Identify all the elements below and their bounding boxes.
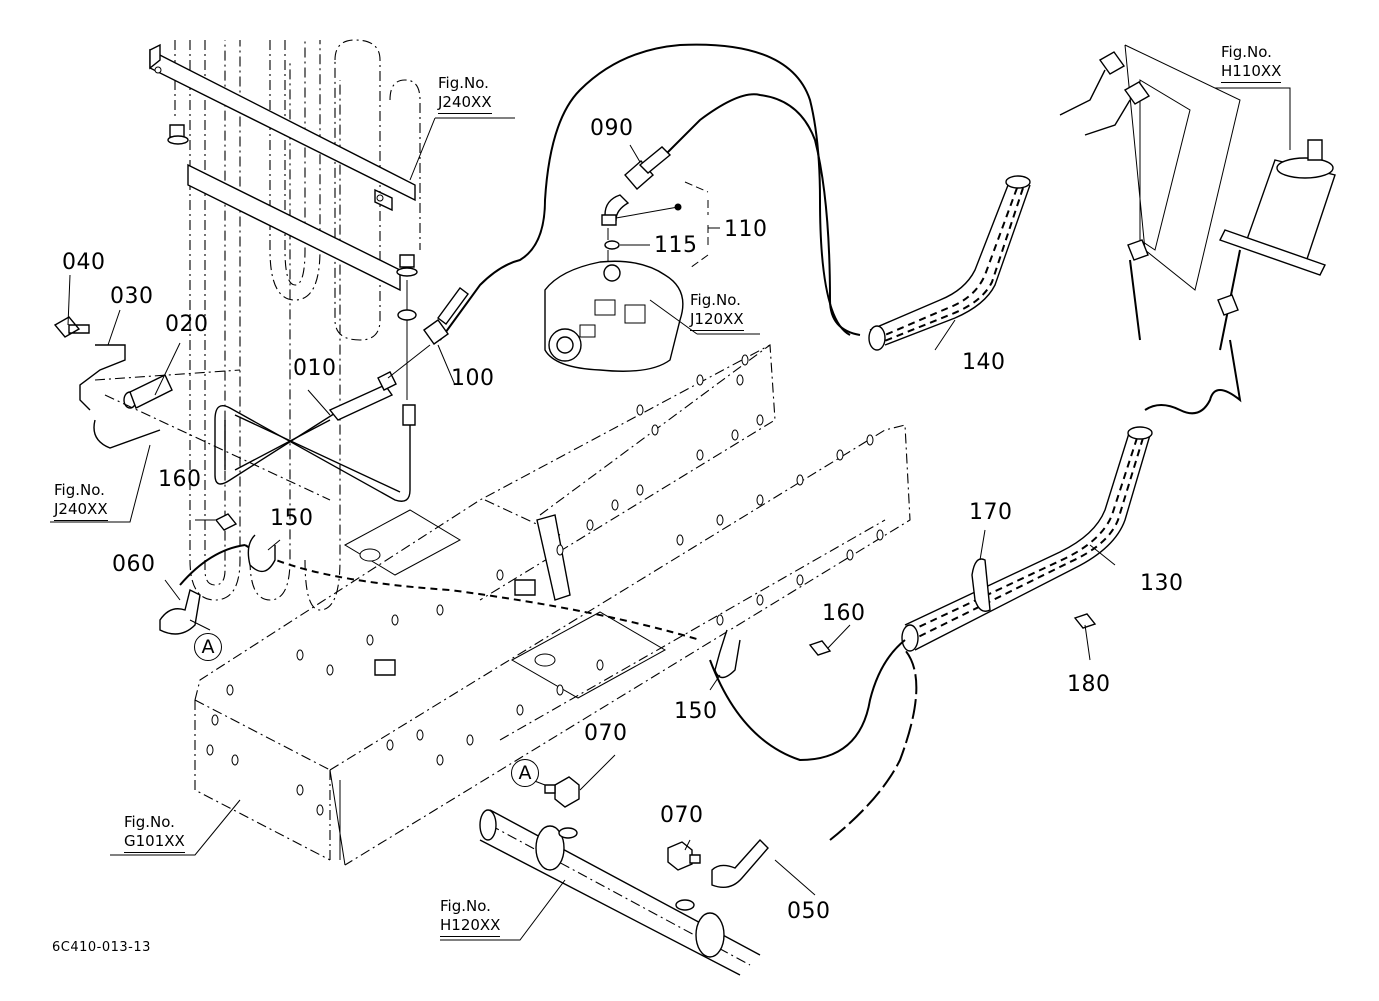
callout-140: 140 xyxy=(962,350,1006,375)
frame-hole xyxy=(676,534,684,546)
frame-hole xyxy=(696,374,704,386)
frame-hole xyxy=(741,354,749,366)
fig-ref-code: H110XX xyxy=(1221,62,1282,83)
frame-hole xyxy=(556,684,564,696)
frame-hole xyxy=(296,784,304,796)
frame-hole xyxy=(206,744,214,756)
callout-160-right: 160 xyxy=(822,601,866,626)
frame-hole xyxy=(716,614,724,626)
callout-090: 090 xyxy=(590,116,634,141)
oil-cooler xyxy=(149,39,421,611)
pump xyxy=(544,260,684,372)
frame-hole xyxy=(416,729,424,741)
fittings xyxy=(53,316,1097,888)
fig-ref-j240-left[interactable]: Fig.No. J240XX xyxy=(54,481,108,521)
frame-hole xyxy=(366,634,374,646)
fig-ref-prefix: Fig.No. xyxy=(54,481,105,499)
fig-ref-code: J240XX xyxy=(438,93,492,114)
frame-hole xyxy=(716,514,724,526)
callout-130: 130 xyxy=(1140,571,1184,596)
fig-ref-prefix: Fig.No. xyxy=(690,291,741,309)
frame-hole xyxy=(846,549,854,561)
frame-hole xyxy=(696,449,704,461)
frame-hole xyxy=(796,474,804,486)
callout-070-lower: 070 xyxy=(660,803,704,828)
frame-hole xyxy=(296,649,304,661)
fig-ref-code: J120XX xyxy=(690,310,744,331)
frame-hole xyxy=(651,424,659,436)
fig-ref-prefix: Fig.No. xyxy=(124,813,175,831)
fig-ref-prefix: Fig.No. xyxy=(438,74,489,92)
frame-holes xyxy=(206,354,884,816)
fig-ref-h120[interactable]: Fig.No. H120XX xyxy=(440,897,501,937)
return-hoses xyxy=(179,249,1242,841)
fig-ref-j120[interactable]: Fig.No. J120XX xyxy=(690,291,744,331)
frame-hole xyxy=(876,529,884,541)
frame-hole xyxy=(211,714,219,726)
frame-hole xyxy=(866,434,874,446)
frame-hole xyxy=(436,604,444,616)
frame-hole xyxy=(316,804,324,816)
frame-hole xyxy=(636,484,644,496)
frame-hole xyxy=(756,414,764,426)
frame-hole xyxy=(636,404,644,416)
steering-cylinder xyxy=(479,809,761,976)
callout-060: 060 xyxy=(112,552,156,577)
frame-hole xyxy=(386,739,394,751)
fig-ref-prefix: Fig.No. xyxy=(1221,43,1272,61)
fig-ref-code: H120XX xyxy=(440,916,501,937)
frame-hole xyxy=(556,544,564,556)
callout-170: 170 xyxy=(969,500,1013,525)
frame-hole xyxy=(496,569,504,581)
callout-070-upper: 070 xyxy=(584,721,628,746)
frame-hole xyxy=(466,734,474,746)
frame-hole xyxy=(326,664,334,676)
fig-ref-h110[interactable]: Fig.No. H110XX xyxy=(1221,43,1282,83)
callout-040: 040 xyxy=(62,250,106,275)
frame-hole xyxy=(231,754,239,766)
fig-ref-g101[interactable]: Fig.No. G101XX xyxy=(124,813,185,853)
connection-marker-a-left: A xyxy=(194,633,222,661)
fig-ref-j240-top[interactable]: Fig.No. J240XX xyxy=(438,74,492,114)
frame-hole xyxy=(516,704,524,716)
fig-ref-code: G101XX xyxy=(124,832,185,853)
callout-030: 030 xyxy=(110,284,154,309)
frame-hole xyxy=(391,614,399,626)
frame-hole xyxy=(756,494,764,506)
frame-hole xyxy=(611,499,619,511)
leader-lines xyxy=(50,87,1291,941)
callout-110: 110 xyxy=(724,217,768,242)
callout-050: 050 xyxy=(787,899,831,924)
adapter-110 xyxy=(601,181,720,269)
callout-100: 100 xyxy=(451,366,495,391)
hose-guard-130 xyxy=(901,426,1153,652)
motor xyxy=(1059,44,1336,316)
hose-090 xyxy=(624,93,861,336)
fig-ref-prefix: Fig.No. xyxy=(440,897,491,915)
frame-hole xyxy=(796,574,804,586)
frame-hole xyxy=(836,449,844,461)
hose-guard-140 xyxy=(868,175,1031,351)
frame-hole xyxy=(226,684,234,696)
frame-hole xyxy=(596,659,604,671)
frame-hole xyxy=(756,594,764,606)
frame-hole xyxy=(736,374,744,386)
hose-100 xyxy=(423,43,851,345)
callout-115: 115 xyxy=(654,233,698,258)
fig-ref-code: J240XX xyxy=(54,500,108,521)
callout-020: 020 xyxy=(165,312,209,337)
callout-010: 010 xyxy=(293,356,337,381)
frame-hole xyxy=(436,754,444,766)
callout-160-left: 160 xyxy=(158,467,202,492)
drawing-code: 6C410-013-13 xyxy=(52,940,151,955)
pipe-010 xyxy=(214,344,431,502)
callout-180: 180 xyxy=(1067,672,1111,697)
callout-150-left: 150 xyxy=(270,506,314,531)
connection-marker-a-right: A xyxy=(511,759,539,787)
frame-hole xyxy=(586,519,594,531)
callout-150-right: 150 xyxy=(674,699,718,724)
frame-hole xyxy=(731,429,739,441)
